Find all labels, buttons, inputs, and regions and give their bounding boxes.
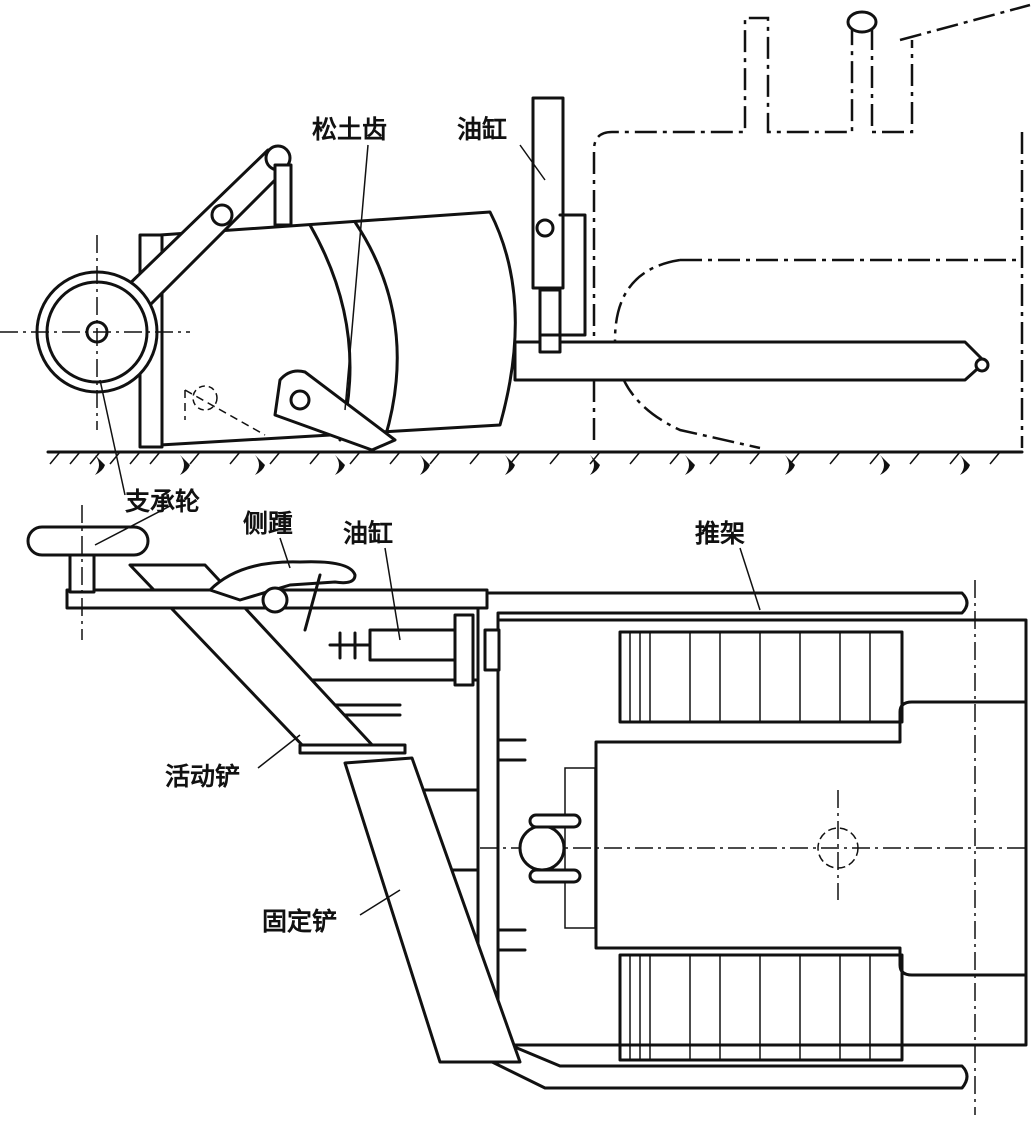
label-cylinder-bottom: 油缸 [343,519,393,548]
push-frame-side [513,340,987,382]
track-top [618,630,904,724]
hidden-lines [184,389,266,436]
label-fixed-blade: 固定铲 [262,907,337,936]
hitch-ball [518,824,566,872]
label-movable-blade: 活动铲 [165,762,240,791]
track-outline [613,258,1022,450]
leader-ripper [344,144,369,411]
label-ripper-teeth: 松土齿 [312,115,387,144]
blade-struts [298,678,480,872]
leader-heel [279,537,291,569]
center-pivot [817,827,859,869]
hitch-clip-top [528,813,582,829]
blade-drum [158,210,517,447]
leader-wheel [94,379,173,546]
support-wheel [0,235,190,430]
arm-joint [210,203,234,227]
leader-cylinder-top [519,144,546,181]
ripper-tooth [273,369,397,452]
cylinder-mount [453,613,475,687]
leader-movable [257,734,301,769]
hitch-clip-bottom [528,868,582,884]
ripper-pin [289,389,311,411]
track-grousers [95,455,970,475]
label-support-wheel: 支承轮 [125,487,200,516]
cylinder-plan [368,628,467,662]
ground-hatching [49,451,1001,465]
center-lines [480,580,1030,1115]
push-frame-plan [476,591,969,1090]
leader-fixed [359,889,401,916]
cylinder-mount-2 [483,628,501,672]
frame-pin [974,357,990,373]
hidden-pin [192,385,218,411]
cylinder-pin [535,218,555,238]
leader-cylinder-bottom [384,547,401,641]
label-side-heel: 侧踵 [243,509,293,538]
tractor-outline [592,3,1031,448]
movable-blade-edge [298,743,407,755]
label-cylinder-top: 油缸 [457,115,507,144]
engine-hood [594,700,1028,977]
heel-pivot [261,586,289,614]
plan-view [26,379,1030,1115]
label-push-frame: 推架 [695,519,745,548]
side-heel [208,560,357,602]
fixed-blade [343,756,522,1064]
leader-push-frame [739,547,761,611]
track-bottom [618,953,904,1062]
support-wheel-plan [26,525,150,557]
exhaust-cap [846,10,878,34]
heel-link [303,573,322,632]
side-view [0,3,1031,475]
cylinder-bracket [538,213,587,337]
tractor-body [496,618,1028,1047]
frame-lugs [496,738,527,952]
cylinder-side [531,96,565,290]
arm-link [273,163,293,227]
cylinder-rod [538,288,562,354]
cylinder-rod-plan [328,631,372,660]
